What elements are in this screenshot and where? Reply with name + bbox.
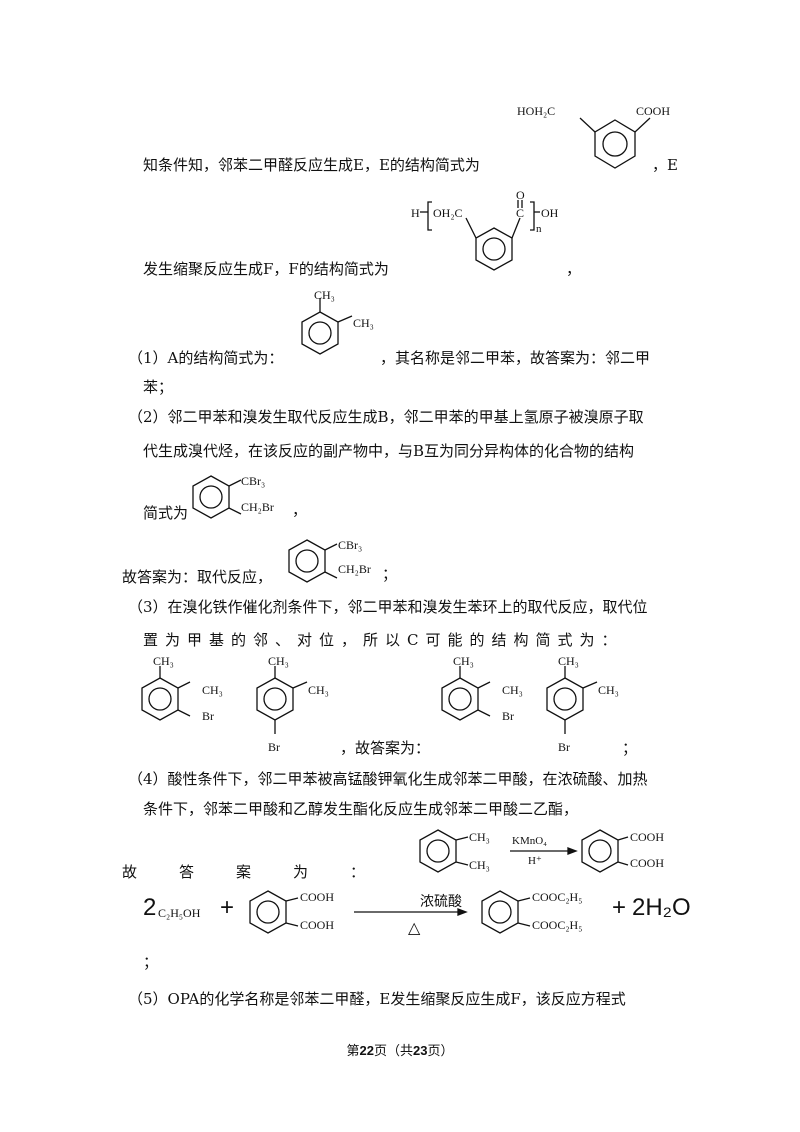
plus-sign-1: + — [220, 894, 235, 921]
label-ch3-a2: CH₃ — [353, 316, 374, 330]
text-line-1: 知条件知，邻苯二甲醛反应生成E，E的结构简式为 — [143, 156, 480, 174]
q4-text-a: （4）酸性条件下，邻二甲苯被高锰酸钾氧化生成邻苯二甲酸，在浓硫酸、加热 — [128, 770, 648, 788]
label-ch2br-2: CH₂Br — [338, 562, 371, 576]
label-c2h5oh: C₂H₅OH — [158, 906, 201, 920]
q4-text-c: 故答案为： — [122, 863, 408, 881]
label-cooh: COOH — [636, 104, 671, 118]
footer-pre: 第 — [346, 1044, 360, 1059]
structure-C3 — [441, 666, 491, 721]
label-br-c4: Br — [558, 740, 570, 754]
text-line-2-tail: ， — [566, 260, 582, 278]
label-ch3-ox1: CH₃ — [469, 830, 490, 844]
label-ch3-c2a: CH₃ — [268, 654, 289, 668]
structure-C1 — [141, 666, 191, 721]
q2-text-a: （2）邻二甲苯和溴发生取代反应生成B，邻二甲苯的甲基上氢原子被溴原子取 — [128, 408, 644, 426]
label-cbr3-1: CBr₃ — [241, 474, 266, 488]
structure-isomer-1 — [192, 475, 242, 519]
text-line-2: 发生缩聚反应生成F，F的结构简式为 — [143, 260, 389, 278]
q2-text-d-tail: ； — [382, 565, 398, 583]
page-footer: 第22页（共23页） — [0, 1040, 800, 1059]
footer-post: 页） — [427, 1044, 454, 1059]
label-o-top: O — [516, 188, 525, 202]
label-cbr3-2: CBr₃ — [338, 538, 363, 552]
reaction-esterification — [249, 890, 531, 934]
label-ch3-c3b: CH₃ — [502, 683, 523, 697]
label-ch3-c4b: CH₃ — [598, 683, 619, 697]
label-cooc2h5-1: COOC₂H₅ — [532, 890, 583, 904]
q2-text-c-tail: ， — [292, 501, 308, 519]
label-h: H — [411, 206, 420, 220]
structure-A — [301, 298, 353, 355]
q2-text-d: 故答案为：取代反应， — [122, 568, 273, 586]
reaction-oxidation — [419, 829, 629, 873]
label-ch3-c1b: CH₃ — [202, 683, 223, 697]
q5-text: （5）OPA的化学名称是邻苯二甲醛，E发生缩聚反应生成F，该反应方程式 — [128, 990, 626, 1008]
label-ch3-a1: CH₃ — [314, 288, 335, 302]
label-cooh-es2: COOH — [300, 918, 335, 932]
footer-total: 23 — [413, 1043, 428, 1058]
structure-isomer-2 — [288, 539, 338, 583]
coef-2-ethanol: 2 — [143, 894, 157, 921]
label-cooh-ox1: COOH — [630, 830, 665, 844]
label-hoh2c: HOH₂C — [517, 104, 556, 118]
text-line-1-tail: ，E — [652, 156, 678, 174]
footer-mid: 页（共 — [373, 1044, 413, 1059]
label-oh2c: OH₂C — [433, 206, 463, 220]
q3-text-c: ，故答案为： — [340, 739, 431, 757]
label-delta: △ — [408, 918, 421, 937]
structure-F — [420, 200, 540, 271]
label-oh: OH — [541, 206, 559, 220]
q1-text-a: （1）A的结构简式为： — [128, 349, 284, 367]
label-ch3-c3a: CH₃ — [453, 654, 474, 668]
label-ch2br-1: CH₂Br — [241, 500, 274, 514]
label-c: C — [516, 206, 525, 220]
q4-text-b: 条件下，邻苯二甲酸和乙醇发生酯化反应生成邻苯二甲酸二乙酯， — [143, 800, 579, 818]
label-ch3-c1a: CH₃ — [153, 654, 174, 668]
label-cooh-ox2: COOH — [630, 856, 665, 870]
label-kmno4: KMnO₄ — [512, 835, 548, 847]
label-hplus: H⁺ — [528, 855, 542, 867]
q3-text-b: 置为甲基的邻、对位，所以C可能的结构简式为： — [143, 631, 624, 649]
structure-E — [579, 117, 651, 169]
structure-C2 — [256, 666, 308, 734]
q3-text-a: （3）在溴化铁作催化剂条件下，邻二甲苯和溴发生苯环上的取代反应，取代位 — [128, 598, 648, 616]
footer-page: 22 — [359, 1043, 374, 1058]
q4-semicolon: ； — [143, 953, 159, 971]
structure-C4 — [546, 666, 598, 734]
label-ch3-ox2: CH₃ — [469, 858, 490, 872]
q2-text-b: 代生成溴代烃，在该反应的副产物中，与B互为同分异构体的化合物的结构 — [143, 442, 635, 460]
label-br-c2: Br — [268, 740, 280, 754]
label-conc-h2so4: 浓硫酸 — [420, 894, 462, 910]
q3-text-c-tail: ； — [622, 739, 638, 757]
label-br-c3: Br — [502, 709, 514, 723]
label-ch3-c2b: CH₃ — [308, 683, 329, 697]
label-cooh-es1: COOH — [300, 890, 335, 904]
label-n: n — [536, 223, 542, 235]
label-ch3-c4a: CH₃ — [558, 654, 579, 668]
label-water: 2H₂O — [632, 894, 691, 921]
q2-text-c: 简式为 — [143, 504, 189, 522]
label-br-c1: Br — [202, 709, 214, 723]
q1-text-b: ，其名称是邻二甲苯，故答案为：邻二甲 — [380, 349, 651, 367]
q1-text-c: 苯； — [143, 378, 174, 396]
plus-sign-2: + — [612, 894, 627, 921]
label-cooc2h5-2: COOC₂H₅ — [532, 918, 583, 932]
